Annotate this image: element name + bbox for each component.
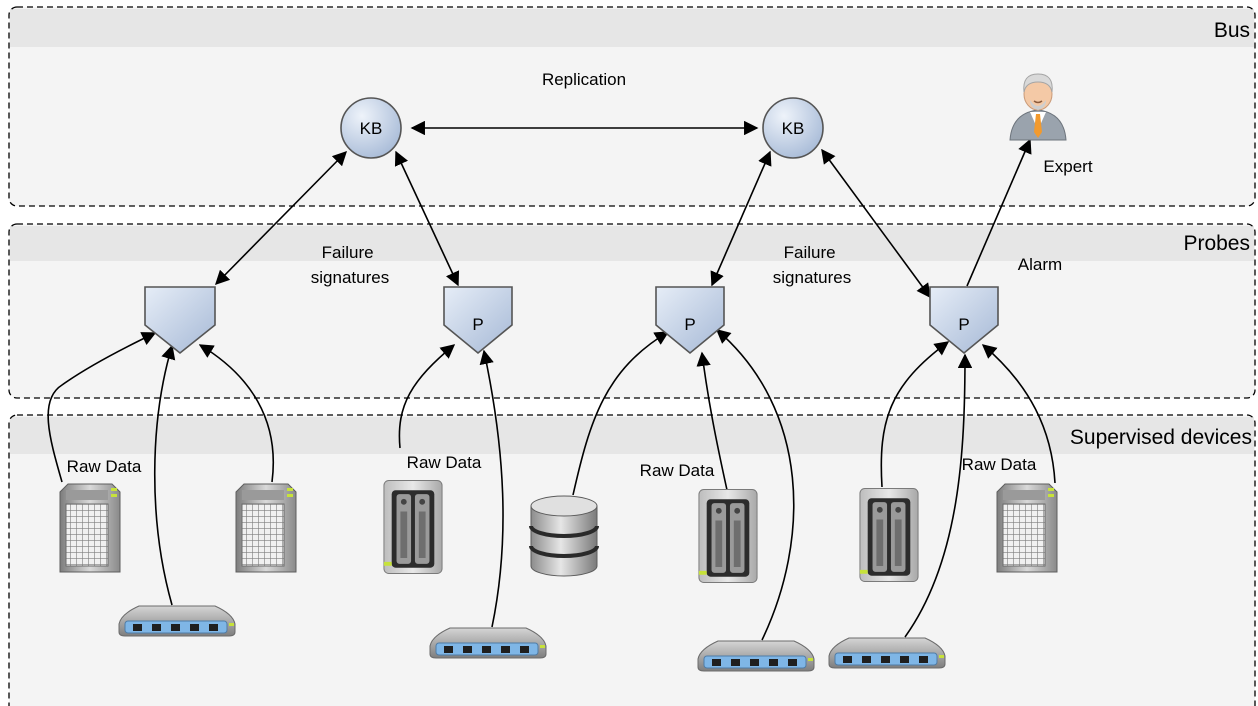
failure-signatures-1-line-2: signatures xyxy=(311,268,389,287)
edge-kb-left-probe-2 xyxy=(394,150,460,287)
edge-kb-left-probe-1 xyxy=(214,150,348,286)
edge-device-probe-1b xyxy=(153,344,176,606)
network-switch-icon[interactable] xyxy=(118,605,236,637)
lane-bus: Bus xyxy=(8,6,1256,207)
edge-alarm-expert xyxy=(966,138,1032,287)
rack-server-icon[interactable] xyxy=(996,483,1058,573)
edge-device-probe-4c xyxy=(981,344,1056,484)
nas-storage-icon[interactable] xyxy=(383,480,443,574)
edge-device-probe-3a xyxy=(572,331,670,496)
edge-device-probe-1c xyxy=(198,344,274,483)
raw-data-label-4: Raw Data xyxy=(962,455,1037,474)
network-switch-icon[interactable] xyxy=(429,627,547,659)
rack-server-icon[interactable] xyxy=(59,483,121,573)
replication-label: Replication xyxy=(542,70,626,89)
raw-data-label-1: Raw Data xyxy=(67,457,142,476)
probe-node-3-label: P xyxy=(684,315,695,334)
nas-storage-icon[interactable] xyxy=(859,488,919,582)
edge-device-probe-1a xyxy=(47,332,157,483)
probe-node-1[interactable] xyxy=(144,286,216,355)
failure-signatures-1-line-1: Failure xyxy=(322,243,374,262)
edge-kb-right-probe-4 xyxy=(821,148,931,299)
kb-node-right[interactable]: KB xyxy=(762,97,824,159)
kb-node-left-label: KB xyxy=(360,119,383,138)
lane-title-probes: Probes xyxy=(1183,232,1250,255)
edge-device-probe-4b xyxy=(904,353,973,638)
kb-node-right-label: KB xyxy=(782,119,805,138)
failure-signatures-label-2: Failure signatures xyxy=(773,243,851,287)
edge-kb-right-probe-3 xyxy=(710,150,772,287)
alarm-label: Alarm xyxy=(1018,255,1062,274)
edge-device-probe-3b xyxy=(696,351,728,491)
raw-data-label-3: Raw Data xyxy=(640,461,715,480)
failure-signatures-2-line-1: Failure xyxy=(784,243,836,262)
edge-device-probe-4a xyxy=(880,341,950,488)
edge-device-probe-3c xyxy=(715,329,795,641)
lane-title-bus: Bus xyxy=(1214,19,1250,42)
kb-node-left[interactable]: KB xyxy=(340,97,402,159)
expert-user-icon[interactable] xyxy=(1009,73,1067,141)
edges xyxy=(47,120,1056,641)
expert-label: Expert xyxy=(1043,157,1092,176)
nas-storage-icon[interactable] xyxy=(698,489,758,583)
edge-device-probe-2a xyxy=(398,344,456,449)
failure-signatures-label-1: Failure signatures xyxy=(311,243,389,287)
network-switch-icon[interactable] xyxy=(828,637,946,669)
edge-device-probe-2b xyxy=(479,349,504,628)
probe-node-2[interactable]: P xyxy=(443,286,513,355)
probe-node-2-label: P xyxy=(472,315,483,334)
network-switch-icon[interactable] xyxy=(697,640,815,672)
probe-node-4-label: P xyxy=(958,315,969,334)
failure-signatures-2-line-2: signatures xyxy=(773,268,851,287)
probe-node-3[interactable]: P xyxy=(655,286,725,355)
raw-data-label-2: Raw Data xyxy=(407,453,482,472)
lane-supervised-devices: Supervised devices xyxy=(8,414,1256,706)
probe-node-4[interactable]: P xyxy=(929,286,999,355)
lane-title-supervised-devices: Supervised devices xyxy=(1070,426,1252,449)
database-icon[interactable] xyxy=(529,494,599,578)
rack-server-icon[interactable] xyxy=(235,483,297,573)
